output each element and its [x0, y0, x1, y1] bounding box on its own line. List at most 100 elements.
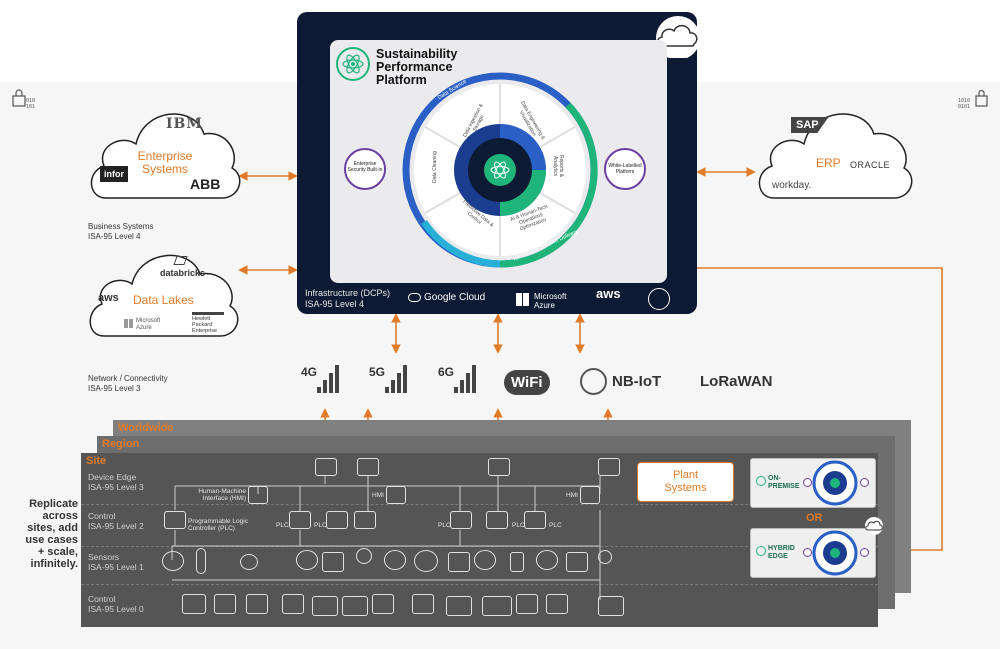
- plc-icon: [524, 511, 546, 529]
- level-control-0: Control ISA-95 Level 0: [88, 594, 144, 614]
- infrastructure-label: Infrastructure (DCPs) ISA-95 Level 4: [305, 288, 390, 310]
- replicate-3: sites, add: [27, 522, 78, 534]
- level-device-edge: Device Edge ISA-95 Level 3: [88, 472, 144, 492]
- network-wifi: WiFi: [504, 370, 550, 395]
- abb-logo: ABB: [190, 176, 221, 192]
- conveyor-icon: [312, 596, 338, 616]
- replicate-1: Replicate: [29, 498, 78, 510]
- google-cloud-icon: [408, 293, 421, 302]
- business-systems-label: Business Systems ISA-95 Level 4: [88, 222, 153, 242]
- enterprise-title-2: Systems: [141, 162, 188, 176]
- gear-sensor-icon: [384, 550, 406, 570]
- mini-badge-icon: [803, 548, 812, 557]
- robot-arm-icon: [372, 594, 394, 614]
- globe-icon: [580, 368, 607, 395]
- mini-badge-icon: [803, 478, 812, 487]
- enterprise-title-1: Enterprise: [137, 149, 193, 163]
- plc-label: PLC: [438, 522, 451, 529]
- windows-icon: [124, 319, 133, 328]
- shelving-icon: [516, 594, 538, 614]
- mini-badge-icon: [860, 548, 869, 557]
- binary-lock-icon-left: 010 101: [12, 89, 35, 110]
- vibration-sensor-icon: [448, 552, 470, 572]
- azure-logo-platform: Microsoft Azure: [516, 292, 566, 310]
- site-label: Site: [86, 455, 107, 467]
- security-badge-label: Enterprise Security Built-in: [347, 161, 383, 173]
- security-badge: Enterprise Security Built-in: [344, 148, 386, 190]
- azure-platform-2: Azure: [534, 301, 555, 310]
- gauge-icon: [414, 550, 438, 572]
- target-sensor-icon: [474, 550, 496, 570]
- speed-gauge-icon: [536, 550, 558, 570]
- erp-title: ERP: [816, 156, 841, 170]
- conveyor-icon: [446, 596, 472, 616]
- router-icon: [488, 458, 510, 476]
- network-label-2: ISA-95 Level 3: [88, 384, 141, 393]
- on-premise-label: ON- PREMISE: [768, 475, 800, 491]
- hmi-panel-icon: [248, 486, 268, 504]
- svg-text:1010: 1010: [958, 98, 970, 104]
- level-sensors-2: ISA-95 Level 1: [88, 562, 144, 572]
- gear-sensor-icon: [296, 550, 318, 570]
- conveyor-icon: [342, 596, 368, 616]
- network-lorawan: LoRaWAN: [700, 373, 773, 390]
- plant-systems-1: Plant: [672, 469, 699, 481]
- plc-icon: [164, 511, 186, 529]
- azure-platform-1: Microsoft: [534, 292, 567, 301]
- level-sensors-1: Sensors: [88, 552, 120, 562]
- google-cloud-logo: Google Cloud: [408, 292, 485, 304]
- azure-lakes-2: Azure: [136, 325, 152, 331]
- level-control2-1: Control: [88, 511, 116, 521]
- hmi-label: HMI: [566, 492, 578, 499]
- engine-icon: [182, 594, 206, 614]
- ibm-logo: IBM: [166, 116, 203, 132]
- truck-icon: [598, 596, 624, 616]
- white-label-badge-label: White-Labelled Platform: [608, 163, 642, 175]
- site-panel: [81, 453, 878, 627]
- hybrid-edge-1: HYBRID: [768, 545, 795, 552]
- hpe-1: Hewlett Packard: [192, 316, 213, 328]
- hmi-long-2: Interface (HMI): [202, 495, 246, 502]
- svg-text:0101: 0101: [958, 104, 970, 110]
- workday-logo: workday.: [772, 180, 812, 191]
- plc-label: PLC: [549, 522, 562, 529]
- replicate-2: across: [42, 510, 78, 522]
- valve-sensor-icon: [240, 554, 258, 570]
- google-cloud-text: Google Cloud: [424, 292, 486, 303]
- level-control0-2: ISA-95 Level 0: [88, 604, 144, 614]
- pallet-icon: [482, 596, 512, 616]
- replicate-6: infinitely.: [30, 558, 78, 570]
- infor-logo: infor: [100, 166, 128, 182]
- hmi-long-1: Human-Machine: [198, 488, 246, 495]
- replicate-note: Replicate across sites, add use cases + …: [14, 498, 78, 570]
- region-label: Region: [102, 438, 140, 450]
- plc-long-2: Controller (PLC): [188, 525, 235, 532]
- network-6g: 6G: [438, 363, 476, 393]
- private-cloud-icon: [648, 288, 670, 310]
- pump-sensor-icon: [322, 552, 344, 572]
- cloud-icon-hybrid: [865, 517, 883, 535]
- plc-label: PLC: [276, 522, 289, 529]
- meter-box-icon: [566, 552, 588, 572]
- replicate-5: + scale,: [37, 546, 78, 558]
- azure-lakes-1: Microsoft: [136, 318, 161, 324]
- battery-sensor-icon: [510, 552, 524, 572]
- mini-wheel-onprem: [812, 460, 858, 506]
- level-control2-2: ISA-95 Level 2: [88, 521, 144, 531]
- water-drop-sensor-icon: [162, 551, 184, 571]
- arrow-hybrid-edge: [672, 263, 943, 555]
- machine-icon: [214, 594, 236, 614]
- network-4g: 4G: [301, 363, 339, 393]
- plant-systems-2: Systems: [664, 482, 707, 494]
- level-device-edge-1: Device Edge: [88, 472, 137, 482]
- mini-badge-icon: [860, 478, 869, 487]
- network-label-1: Network / Connectivity: [88, 374, 168, 383]
- hybrid-edge-icon: [756, 546, 766, 556]
- robot-arm-icon: [282, 594, 304, 614]
- plc-icon: [326, 511, 348, 529]
- plc-icon: [450, 511, 472, 529]
- nbiot-label: NB-IoT: [612, 373, 662, 390]
- worldwide-label: Worldwide: [118, 422, 174, 434]
- replicate-4: use cases: [25, 534, 78, 546]
- platform-wheel: [402, 72, 598, 268]
